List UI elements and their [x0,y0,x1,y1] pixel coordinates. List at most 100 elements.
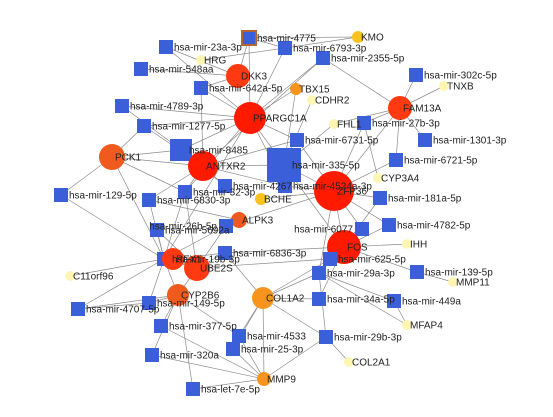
gene-node-pck1[interactable] [99,144,125,170]
node-label-hsa-mir-377-5p: hsa-mir-377-5p [169,322,237,333]
gene-node-ppargc1a[interactable] [234,102,266,134]
gene-node-dkk3[interactable] [226,64,250,88]
gene-node-tnxb[interactable] [439,81,449,91]
mirna-node-hsa-let-7e-5p[interactable] [186,382,200,396]
mirna-node-hsa-mir-8485[interactable] [170,139,192,161]
node-label-ihh: IHH [410,240,427,251]
node-label-hsa-mir-1301-3p: hsa-mir-1301-3p [433,136,507,147]
mirna-node-hsa-mir-6731-5p[interactable] [290,133,304,147]
gene-node-rfx1[interactable] [162,248,184,270]
mirna-node-hsa-mir-6830-3p[interactable] [142,193,156,207]
edge-pck1-to-antxr2 [111,156,204,167]
gene-node-fhl1[interactable] [329,119,339,129]
node-label-hsa-mir-6077: hsa-mir-6077 [294,225,353,236]
edge-hrg-to-hsa-mir-6793-3p [200,47,286,61]
gene-node-fam13a[interactable] [388,96,412,120]
gene-node-ube2s[interactable] [184,255,210,281]
mirna-node-hsa-mir-4707-5p[interactable] [71,302,85,316]
node-layer [54,30,458,396]
node-label-hsa-mir-181a-5p: hsa-mir-181a-5p [388,194,462,205]
node-label-ppargc1a: PPARGC1A [253,114,307,125]
mirna-node-hsa-mir-4267[interactable] [218,179,232,193]
gene-node-bche[interactable] [255,193,267,205]
mirna-node-hsa-mir-4775[interactable] [241,30,257,46]
mirna-node-hsa-mir-149-5p[interactable] [142,296,156,310]
edge-hsa-mir-548aa-to-dkk3 [140,68,239,77]
gene-node-col1a2[interactable] [252,287,274,309]
mirna-node-hsa-mir-320a[interactable] [145,348,159,362]
mirna-node-hsa-mir-32-3p[interactable] [178,185,192,199]
edge-cyp2b6-to-hsa-mir-4707-5p [77,294,179,310]
node-label-hsa-mir-6836-3p: hsa-mir-6836-3p [233,249,307,260]
mirna-node-hsa-mir-4782-5p[interactable] [382,218,396,232]
gene-node-cyp3a4[interactable] [373,173,383,183]
gene-node-col2a1[interactable] [344,357,354,367]
node-label-hsa-mir-4524a-3p: hsa-mir-4524a-3p [293,182,372,193]
node-label-hsa-mir-29b-3p: hsa-mir-29b-3p [334,333,402,344]
gene-node-antxr2[interactable] [188,151,218,181]
gene-node-cyp2b6[interactable] [167,284,189,306]
mirna-node-hsa-mir-4789-3p[interactable] [115,99,129,113]
gene-node-mmp11[interactable] [448,277,458,287]
edge-hsa-mir-149-5p-to-hsa-mir-4707-5p [77,302,150,310]
mirna-node-hsa-mir-4524a-3p[interactable] [278,179,292,193]
gene-node-c11orf96[interactable] [65,271,75,281]
node-label-hrg: HRG [204,56,226,67]
mirna-node-hsa-mir-29b-3p[interactable] [319,330,333,344]
mirna-node-hsa-mir-6836-3p[interactable] [218,246,232,260]
gene-node-kmo[interactable] [352,31,364,43]
edge-hsa-mir-27b-3p-to-cyp3a4 [363,122,379,179]
node-label-hsa-mir-5692a: hsa-mir-5692a [165,226,230,237]
mirna-node-hsa-mir-1301-3p[interactable] [418,133,432,147]
mirna-node-hsa-mir-2355-5p[interactable] [316,51,330,65]
mirna-node-hsa-mir-302c-5p[interactable] [409,68,423,82]
node-label-hsa-mir-139-5p: hsa-mir-139-5p [425,268,493,279]
node-label-cyp3a4: CYP3A4 [381,174,420,185]
node-label-hsa-mir-26b-5p: hsa-mir-26b-5p [149,222,217,233]
mirna-node-hsa-mir-26b-5p[interactable] [219,219,233,233]
mirna-node-hsa-mir-29a-3p[interactable] [312,266,326,280]
mirna-node-hsa-mir-625-5p[interactable] [323,252,337,266]
node-label-hsa-mir-320a: hsa-mir-320a [160,351,219,362]
edge-hsa-mir-4775-to-kmo [248,36,359,39]
mirna-node-hsa-mir-27b-3p[interactable] [357,116,371,130]
node-label-hsa-mir-4707-5p: hsa-mir-4707-5p [86,305,160,316]
mirna-node-hsa-mir-139-5p[interactable] [410,265,424,279]
gene-node-ihh[interactable] [402,239,412,249]
mirna-node-hsa-mir-1277-5p[interactable] [137,119,151,133]
mirna-node-hsa-mir-25-3p[interactable] [226,342,240,356]
gene-node-mfap4[interactable] [402,320,412,330]
node-label-hsa-mir-32-3p: hsa-mir-32-3p [193,188,256,199]
mirna-node-hsa-mir-449a[interactable] [387,294,401,308]
mirna-node-hsa-mir-548aa[interactable] [134,62,148,76]
gene-node-tbx15[interactable] [290,83,302,95]
mirna-node-hsa-mir-6793-3p[interactable] [278,41,292,55]
mirna-node-hsa-mir-129-5p[interactable] [54,188,68,202]
mirna-node-hsa-mir-34a-5p[interactable] [312,292,326,306]
node-label-hsa-let-7e-5p: hsa-let-7e-5p [201,385,260,396]
node-label-mmp9: MMP9 [267,375,296,386]
gene-node-hrg[interactable] [196,55,206,65]
mirna-node-hsa-mir-6077[interactable] [355,222,369,236]
edge-hsa-mir-19b-3p-to-hsa-mir-149-5p [148,258,165,304]
mirna-node-hsa-mir-335-5p[interactable] [267,148,301,182]
mirna-node-hsa-mir-377-5p[interactable] [154,319,168,333]
gene-node-alpk3[interactable] [231,212,247,228]
gene-node-zfp36[interactable] [314,171,354,211]
mirna-node-hsa-mir-642a-5p[interactable] [194,81,208,95]
edge-kmo-to-hsa-mir-6793-3p [284,36,359,49]
edge-fos-to-hsa-mir-6836-3p [224,246,345,254]
gene-node-mmp9[interactable] [257,372,271,386]
mirna-node-hsa-mir-23a-3p[interactable] [159,40,173,54]
mirna-node-hsa-mir-181a-5p[interactable] [373,191,387,205]
node-label-hsa-mir-129-5p: hsa-mir-129-5p [69,191,137,202]
node-label-col1a2: COL1A2 [266,294,305,305]
mirna-node-hsa-mir-5692a[interactable] [150,223,164,237]
node-label-tbx15: TBX15 [299,85,330,96]
edge-pck1-to-hsa-mir-19b-3p [111,156,165,260]
node-label-mfap4: MFAP4 [410,321,443,332]
gene-node-cdhr2[interactable] [307,95,317,105]
mirna-node-hsa-mir-6721-5p[interactable] [389,153,403,167]
mirna-node-hsa-mir-4533[interactable] [232,329,246,343]
